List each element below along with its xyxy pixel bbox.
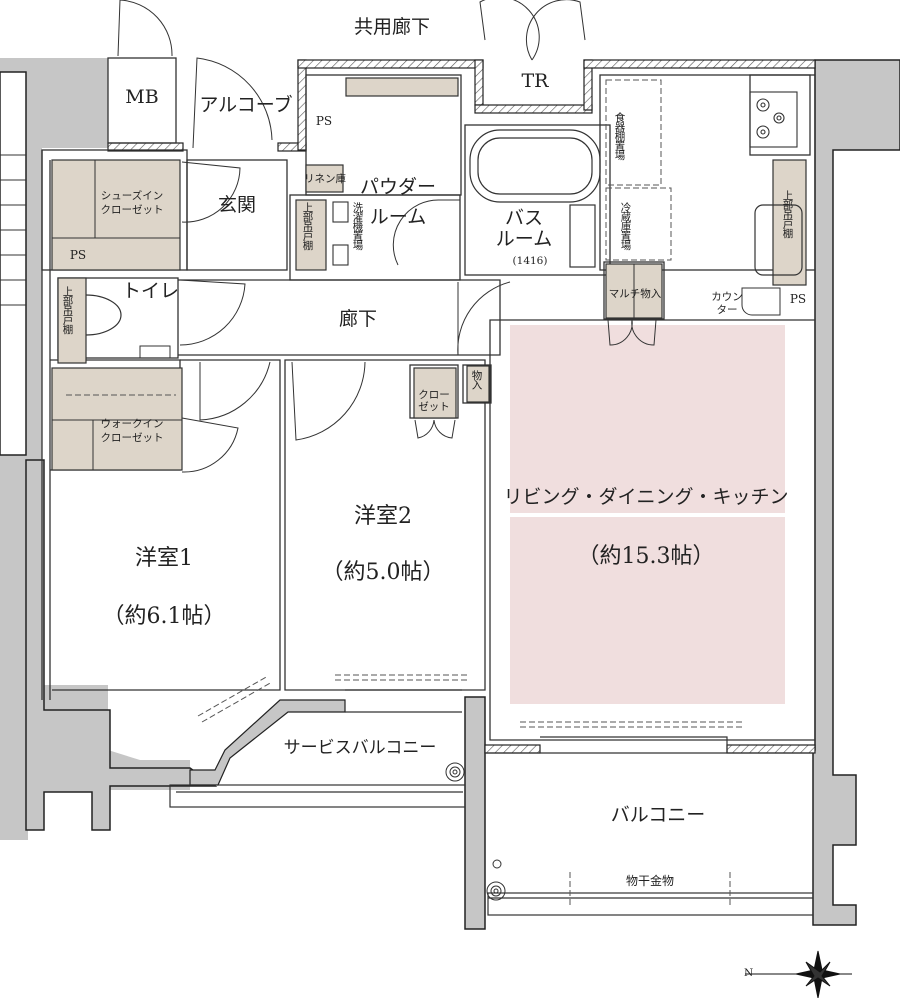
powder-room-label: パウダー ルーム (360, 176, 437, 229)
door-arcs (117, 0, 657, 473)
ldk-size: （約15.3帖） (577, 544, 715, 569)
entrance-label: 玄関 (217, 194, 257, 216)
hatched-walls (107, 59, 816, 754)
fridge-space-label: 冷蔵庫置場 (619, 202, 632, 250)
counter-label: カウン ター (711, 291, 743, 316)
closet-label: クロー ゼット (418, 389, 450, 413)
western-room-1-size: （約6.1帖） (102, 604, 226, 629)
counter-corner (741, 287, 781, 316)
bathroom-label: バス ルーム (495, 207, 553, 250)
mb-label: MB (125, 86, 159, 108)
washer (332, 201, 349, 266)
powder-upper-cabinet-label: 上部吊戸棚 (301, 202, 314, 250)
left-structure-wall (0, 58, 190, 840)
toilet-upper-cabinet-label: 上部吊戸棚 (61, 286, 74, 334)
washer-space-label: 洗濯機置場 (351, 202, 364, 250)
alcove-label: アルコーブ (199, 94, 293, 116)
multi-storage-label: マルチ物入 (608, 288, 662, 300)
stair-lines (0, 154, 26, 306)
kitchen-upper-cabinet-label: 上部吊戸棚 (781, 190, 794, 238)
western-room-2-size: （約5.0帖） (321, 560, 445, 585)
storage-fills (51, 77, 807, 471)
balcony-label: バルコニー (610, 804, 706, 826)
laundry-hanger-label: 物干金物 (625, 874, 675, 888)
hallway-label: 廊下 (338, 308, 378, 330)
kitchen-sink (754, 204, 803, 276)
ps-top-label: PS (315, 114, 333, 128)
toilet-tank (139, 345, 171, 359)
interior-walls (41, 57, 816, 741)
dish-shelf-label: 食器棚置場 (613, 112, 626, 160)
storage-label: 物入 (470, 370, 483, 389)
walkin-closet-label: ウォークイン クローゼット (100, 418, 164, 444)
linen-closet-label: リネン庫 (304, 173, 346, 185)
balcony-left-wall (464, 696, 486, 930)
window-dashes (66, 79, 742, 905)
kitchen-stove (749, 91, 798, 148)
ldk-name: リビング・ダイニング・キッチン (503, 486, 789, 508)
ps-left-label: PS (69, 248, 87, 262)
drain-circles (445, 762, 506, 901)
toilet-fixture (85, 294, 122, 336)
ps-right-label: PS (789, 292, 807, 306)
shoes-closet-label: シューズイン クローゼット (100, 190, 164, 216)
compass-icon (745, 950, 852, 998)
tr-label: TR (521, 70, 549, 92)
bathtub (469, 129, 601, 268)
common-corridor-label: 共用廊下 (353, 16, 431, 38)
toilet-label: トイレ (122, 280, 180, 302)
storage-dividers (52, 160, 635, 470)
western-room-1-name: 洋室1 (135, 546, 193, 571)
balcony-outlines (169, 689, 814, 916)
right-structure-wall (812, 59, 900, 926)
compass-north-label: N (744, 967, 754, 979)
ldk-highlight (510, 325, 785, 704)
service-balcony-label: サービスバルコニー (283, 738, 437, 758)
bath-size-label: (1416) (512, 255, 548, 267)
left-wall-lower (25, 459, 218, 831)
western-room-2-name: 洋室2 (354, 504, 412, 529)
